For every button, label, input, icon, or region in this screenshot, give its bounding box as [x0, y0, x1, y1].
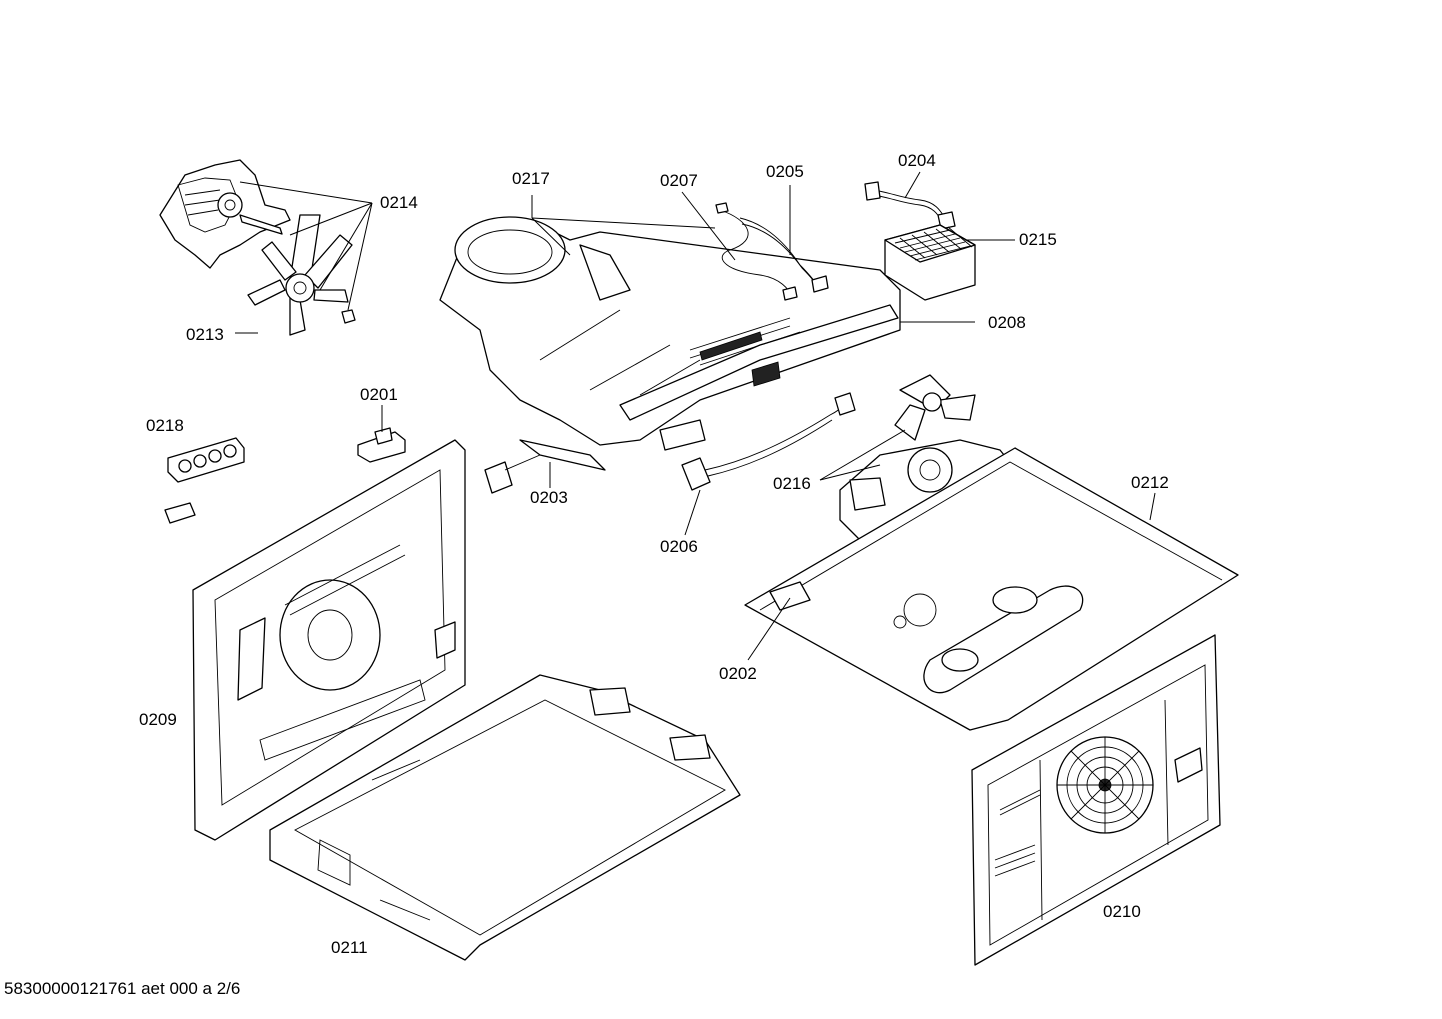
- wire-harness-part-0207: [715, 202, 798, 301]
- wire-harness-part-0205: [739, 217, 829, 293]
- connector-block-part-0218: [164, 437, 245, 524]
- part-label-0207: 0207: [660, 171, 698, 190]
- part-label-0209: 0209: [139, 710, 177, 729]
- part-label-0205: 0205: [766, 162, 804, 181]
- front-panel-part-0210: [971, 634, 1221, 966]
- part-label-0215: 0215: [1019, 230, 1057, 249]
- part-label-0204: 0204: [898, 151, 936, 170]
- part-label-0206: 0206: [660, 537, 698, 556]
- switch-part-0201: [357, 427, 406, 463]
- part-label-0218: 0218: [146, 416, 184, 435]
- part-label-0217: 0217: [512, 169, 550, 188]
- fan-motor-part-0214: [159, 159, 291, 269]
- thermostat-cable-part-0206: [681, 392, 856, 491]
- part-label-0208: 0208: [988, 313, 1026, 332]
- part-label-0202: 0202: [719, 664, 757, 683]
- duct-housing-part-0217: [439, 216, 901, 451]
- sensor-part-0203: [484, 439, 606, 494]
- part-label-0213: 0213: [186, 325, 224, 344]
- part-label-0211: 0211: [331, 938, 368, 957]
- base-plate-part-0212: [744, 447, 1239, 731]
- heat-sink-part-0215: [884, 224, 976, 301]
- document-reference-footer: 58300000121761 aet 000 a 2/6: [4, 979, 241, 998]
- bottom-tray-part-0211: [269, 674, 741, 961]
- part-label-0203: 0203: [530, 488, 568, 507]
- part-label-0214: 0214: [380, 193, 418, 212]
- cable-part-0204: [864, 181, 956, 230]
- rear-wall-part-0209: [192, 439, 466, 841]
- part-label-0210: 0210: [1103, 902, 1141, 921]
- part-label-0216: 0216: [773, 474, 811, 493]
- part-label-0212: 0212: [1131, 473, 1169, 492]
- part-label-0201: 0201: [360, 385, 398, 404]
- fan-impeller-part-0213: [247, 214, 356, 336]
